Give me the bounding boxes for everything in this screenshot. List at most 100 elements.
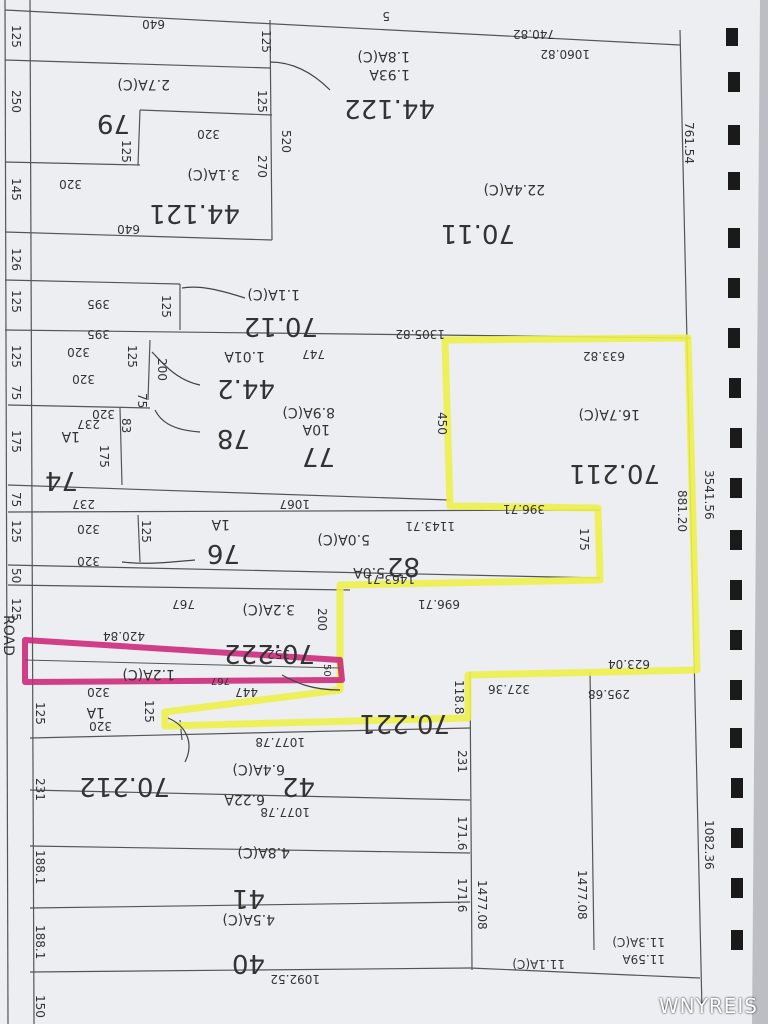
dim-i26: 237 <box>72 497 95 511</box>
dim-i51: 1077.78 <box>255 735 305 749</box>
dim-i54: 171.6 <box>455 816 469 850</box>
parcel-id-74: 74 <box>45 465 78 495</box>
dim-i2: 125 <box>255 90 269 113</box>
dim-i34: 320 <box>77 554 100 568</box>
dim-left-14: 188.1 <box>33 850 47 884</box>
dim-i48: 118.8 <box>452 680 466 714</box>
dim-i23: 175 <box>97 445 111 468</box>
parcel-id-70-222: 70.222 <box>224 638 315 668</box>
parcel-id-78: 78 <box>217 423 250 453</box>
dim-i56: 1477.08 <box>475 880 489 930</box>
parcel-area-79: 2.7A(C) <box>117 76 170 92</box>
dim-i42: 50 <box>321 664 332 677</box>
dim-i21: 83 <box>119 418 133 433</box>
dim-i3: 520 <box>279 130 293 153</box>
parcel-id-42: 42 <box>282 771 315 801</box>
dim-i39: 420.84 <box>103 629 145 643</box>
dim-i13: 320 <box>67 345 90 359</box>
parcel-id-79: 79 <box>97 108 130 138</box>
parcel-area-42: 6.22A <box>224 791 265 807</box>
dim-i40: 352 <box>267 647 290 661</box>
dim-left-0: 125 <box>9 25 23 48</box>
dim-i50: 320 <box>89 719 112 733</box>
parcel-area-70-211: 16.7A(C) <box>579 406 640 422</box>
dim-top-740-82: 740.82 <box>513 27 555 41</box>
parcel-area2-42: 6.4A(C) <box>232 761 285 777</box>
parcel-area-40: 4.5A(C) <box>222 911 275 927</box>
parcel-area-44-122: 1.93A <box>369 66 410 82</box>
highlight-yellow-parcel <box>161 334 701 730</box>
dim-i35: 1463.71 <box>365 572 415 586</box>
dim-i41: 767 <box>211 675 230 686</box>
dim-left-12: 125 <box>33 702 47 725</box>
parcel-area2-44-122: 1.8A(C) <box>357 48 410 64</box>
parcel-id-70-12: 70.12 <box>244 311 318 341</box>
parcel-id-44-122: 44.122 <box>344 93 435 123</box>
dim-top-640: 640 <box>142 17 165 31</box>
dim-i19: 320 <box>92 407 115 421</box>
dim-i58: 1092.52 <box>270 972 320 986</box>
dim-i16: 200 <box>155 358 169 381</box>
parcel-id-70-211: 70.211 <box>569 458 660 488</box>
parcel-area2-77: 8.9A(C) <box>282 404 335 420</box>
parcel-area-70-212: 1A <box>86 704 105 720</box>
dim-i38: 200 <box>315 608 329 631</box>
dim-i59: 11.1A(C) <box>512 957 565 971</box>
dim-left-10: 50 <box>9 568 23 583</box>
dim-i18: 633.82 <box>583 349 625 363</box>
parcel-area-44-121: 3.1A(C) <box>187 166 240 182</box>
dim-i60: 11.59A <box>622 952 665 966</box>
dim-i47: 295.68 <box>588 687 630 701</box>
dim-i11: 395 <box>87 327 110 341</box>
magenta-interior-line <box>24 659 341 669</box>
dim-i57: 1477.08 <box>575 870 589 920</box>
dim-i8: 761.54 <box>682 122 696 164</box>
dim-left-9: 125 <box>9 520 23 543</box>
parcel-area-77: 10A <box>302 421 330 437</box>
dim-left-13: 231 <box>33 778 47 801</box>
parcel-id-77: 77 <box>302 441 335 471</box>
dim-i9: 395 <box>87 297 110 311</box>
dim-i43: 623.04 <box>608 657 650 671</box>
dim-i1: 640 <box>117 222 140 236</box>
dim-i49: 125 <box>142 700 156 723</box>
dim-left-3: 126 <box>9 248 23 271</box>
dim-i45: 320 <box>87 685 110 699</box>
parcel-id-70-221: 70.221 <box>359 708 450 738</box>
dim-i6: 320 <box>59 177 82 191</box>
parcel-id-44-121: 44.121 <box>149 198 240 228</box>
dim-i53: 1077.78 <box>260 805 310 819</box>
dim-i17: 747 <box>302 347 325 361</box>
dim-i28: 1143.71 <box>405 519 455 533</box>
parcel-area-76: 1A <box>211 516 230 532</box>
leader-arrows <box>121 61 341 763</box>
dim-i7: 270 <box>255 155 269 178</box>
dim-top-1060-82: 1060.82 <box>540 47 590 61</box>
parcel-area-74: 1A <box>61 428 80 444</box>
dim-left-4: 125 <box>9 290 23 313</box>
dim-i37: 767 <box>172 597 195 611</box>
parcel-labels: 70.11 22.4A(C) 44.121 3.1A(C) 44.122 1.9… <box>45 48 660 978</box>
dim-i5: 125 <box>119 140 133 163</box>
dim-i24: 450 <box>435 412 449 435</box>
dim-i25: 1067 <box>279 497 310 511</box>
dim-i29: 320 <box>77 522 100 536</box>
parcel-area-44-2: 1.01A <box>224 348 265 364</box>
dim-top-5: 5 <box>382 9 390 23</box>
highlight-magenta-parcel <box>22 637 345 685</box>
dim-i15: 125 <box>125 345 139 368</box>
dim-left-6: 75 <box>9 385 23 400</box>
parcel-area-70-221: 1.2A(C) <box>122 666 175 682</box>
parcel-id-82: 82 <box>387 551 420 581</box>
binder-holes <box>726 28 743 950</box>
dim-i30: 125 <box>139 520 153 543</box>
dim-i31: 175 <box>577 528 591 551</box>
dim-left-1: 250 <box>9 90 23 113</box>
dim-i61: 11.3A(C) <box>612 935 665 949</box>
parcel-area-70-12: 1.1A(C) <box>247 286 300 302</box>
dim-i52: 231 <box>455 750 469 773</box>
parcel-area-82: 5.0A <box>353 564 385 580</box>
dim-i36: 696.71 <box>418 597 460 611</box>
